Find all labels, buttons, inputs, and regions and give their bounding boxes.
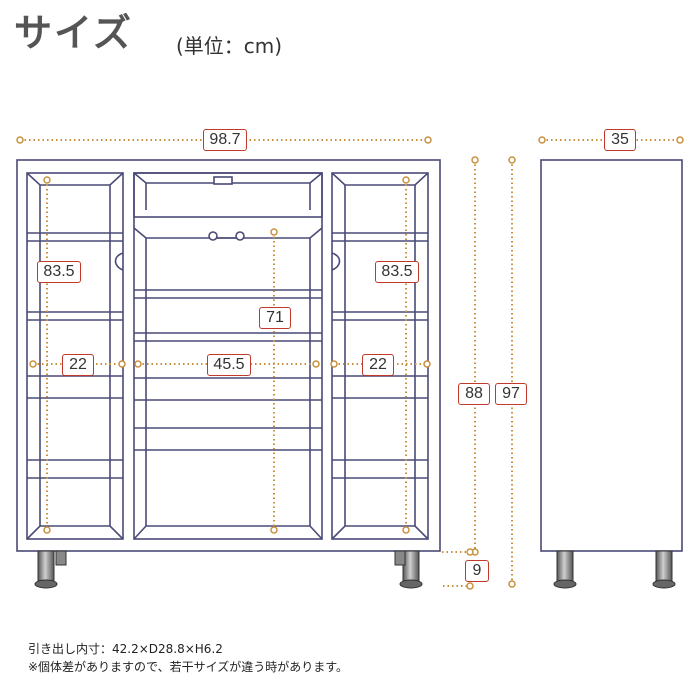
drawer-inner-note: 引き出し内寸：42.2×D28.8×H6.2	[28, 642, 223, 656]
dimension-endpoints	[16, 136, 684, 590]
body-height-label: 88	[458, 383, 490, 405]
width-label: 98.7	[203, 129, 247, 151]
left-shelf	[27, 311, 123, 321]
side-legs	[553, 550, 676, 589]
right-shelf-height-label: 83.5	[375, 261, 419, 283]
drawer-handle	[213, 176, 233, 185]
right-width-label: 22	[362, 354, 394, 376]
depth-label: 35	[604, 129, 636, 151]
side-body	[540, 159, 683, 552]
left-shelf	[27, 459, 123, 479]
drawer	[133, 172, 323, 218]
front-legs	[34, 550, 423, 589]
left-column	[26, 172, 124, 540]
center-shelf	[134, 377, 322, 401]
center-shelf	[134, 427, 322, 451]
right-shelf	[332, 311, 428, 321]
cabinet-outer	[16, 159, 441, 552]
right-shelf	[332, 459, 428, 479]
front-view	[16, 159, 441, 552]
right-shelf	[332, 375, 428, 399]
center-shelf	[134, 332, 322, 342]
side-view	[540, 159, 683, 552]
leg-height-label: 9	[465, 560, 489, 582]
hinge-right	[331, 252, 341, 271]
left-shelf	[27, 232, 123, 242]
left-width-label: 22	[62, 354, 94, 376]
page-title: サイズ	[14, 11, 133, 55]
disclaimer-note: ※個体差がありますので、若干サイズが違う時があります。	[28, 660, 349, 674]
unit-label: (単位：cm)	[176, 34, 283, 58]
right-column	[331, 172, 429, 540]
center-width-label: 45.5	[207, 354, 251, 376]
total-height-label: 97	[495, 383, 527, 405]
hinge-left	[114, 252, 124, 271]
center-shelf	[134, 289, 322, 299]
left-shelf-height-label: 83.5	[37, 261, 81, 283]
left-shelf	[27, 375, 123, 399]
right-shelf	[332, 232, 428, 242]
center-shelf-height-label: 71	[259, 307, 291, 329]
